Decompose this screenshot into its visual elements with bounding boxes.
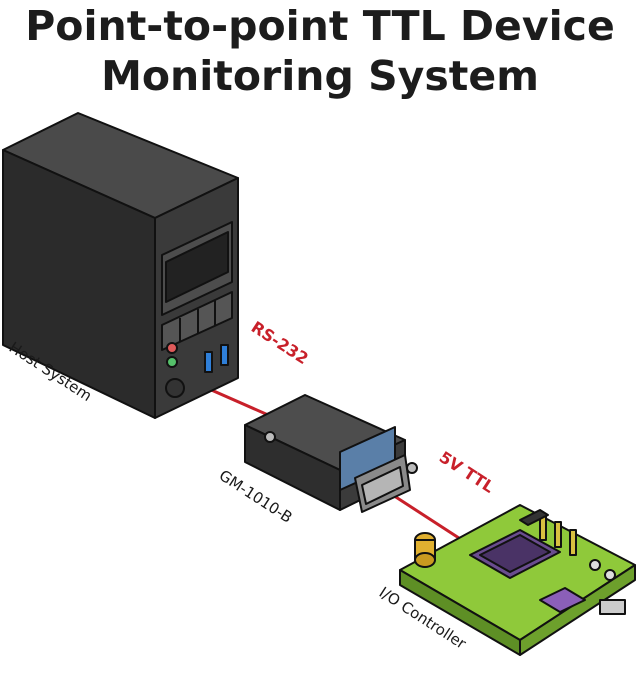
- diagram-title-line-1: Point-to-point TTL Device: [25, 2, 615, 50]
- diagram-title-line-2: Monitoring System: [101, 52, 539, 100]
- ttl-cable: [384, 488, 463, 542]
- rs232-label: RS-232: [248, 317, 312, 368]
- host-system-tower: [2, 112, 239, 419]
- io-controller-board: [399, 504, 636, 656]
- gm-1010-b-adapter: [244, 394, 418, 513]
- ttl-label: 5V TTL: [436, 447, 498, 496]
